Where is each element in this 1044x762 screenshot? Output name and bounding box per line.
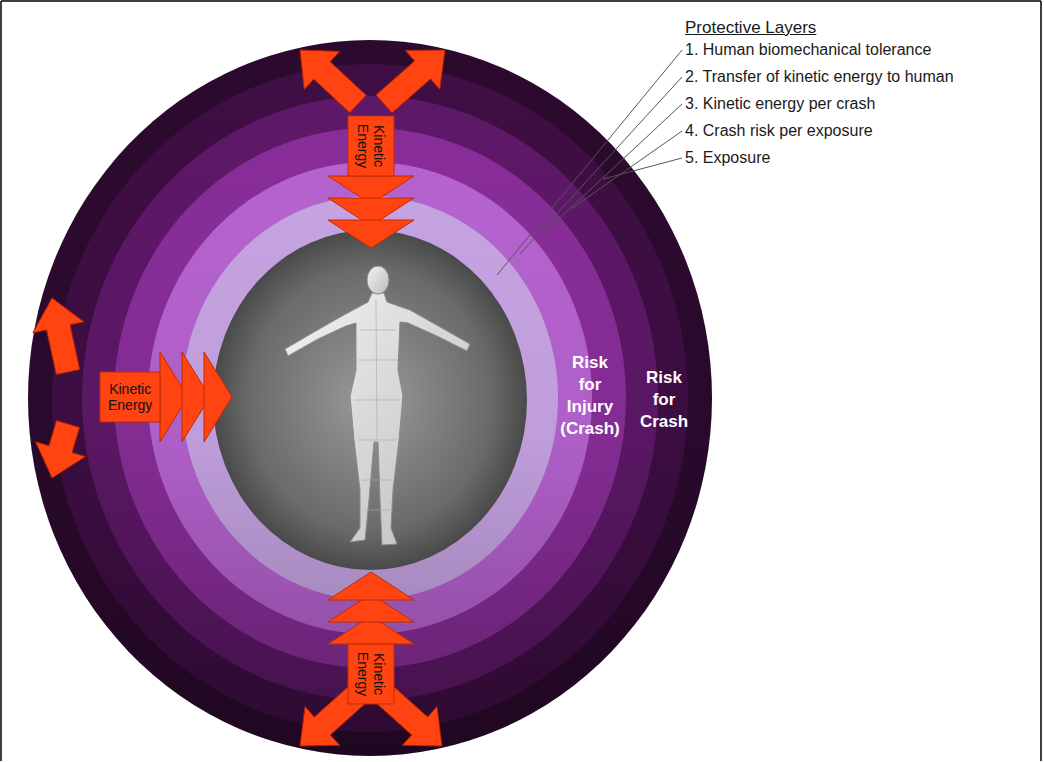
zone-label: Risk for Injury (Crash)	[560, 352, 620, 440]
arrow-label: Kinetic Energy	[108, 381, 152, 413]
energy-flow-arrow	[36, 421, 86, 478]
arrow-body	[100, 372, 160, 422]
leader-line	[546, 104, 682, 231]
human-figure	[285, 266, 470, 545]
arrow-body	[348, 644, 394, 704]
energy-flow-arrow	[33, 298, 84, 375]
energy-flow-arrow	[300, 50, 366, 113]
zone-label: Risk for Crash	[640, 367, 688, 433]
human-body	[285, 293, 470, 545]
layer-5-ring	[28, 40, 712, 756]
arrow-label: Kinetic Energy	[355, 124, 387, 168]
layer-item: 4. Crash risk per exposure	[685, 121, 873, 140]
human-core-circle	[213, 230, 527, 570]
kinetic-energy-arrow: Kinetic Energy	[328, 116, 414, 248]
leader-line	[497, 50, 682, 275]
kinetic-energy-arrow: Kinetic Energy	[328, 572, 414, 704]
frame-line	[1, 0, 1041, 2]
arrow-head	[204, 352, 232, 442]
leader-line	[571, 131, 682, 209]
arrow-head	[328, 572, 414, 600]
human-head	[367, 266, 389, 294]
layer-item: 3. Kinetic energy per crash	[685, 94, 875, 113]
leader-line	[520, 77, 682, 254]
frame-line	[1040, 1, 1042, 761]
protective-rings	[28, 40, 712, 756]
mesh-lines	[354, 300, 400, 510]
arrow-body	[348, 116, 394, 176]
leader-line	[603, 158, 682, 179]
legend-heading: Protective Layers	[685, 18, 816, 37]
leader-lines	[497, 50, 682, 275]
kinetic-energy-arrow: Kinetic Energy	[100, 352, 232, 442]
layer-item: 2. Transfer of kinetic energy to human	[685, 67, 954, 86]
arrow-head	[328, 220, 414, 248]
ring-shading	[28, 40, 712, 756]
layer-item: 1. Human biomechanical tolerance	[685, 40, 931, 59]
energy-flow-arrow	[376, 50, 445, 113]
frame-line	[0, 1, 2, 761]
layer-item: 5. Exposure	[685, 148, 770, 167]
outer-arrows	[33, 50, 445, 746]
arrow-label: Kinetic Energy	[355, 652, 387, 696]
